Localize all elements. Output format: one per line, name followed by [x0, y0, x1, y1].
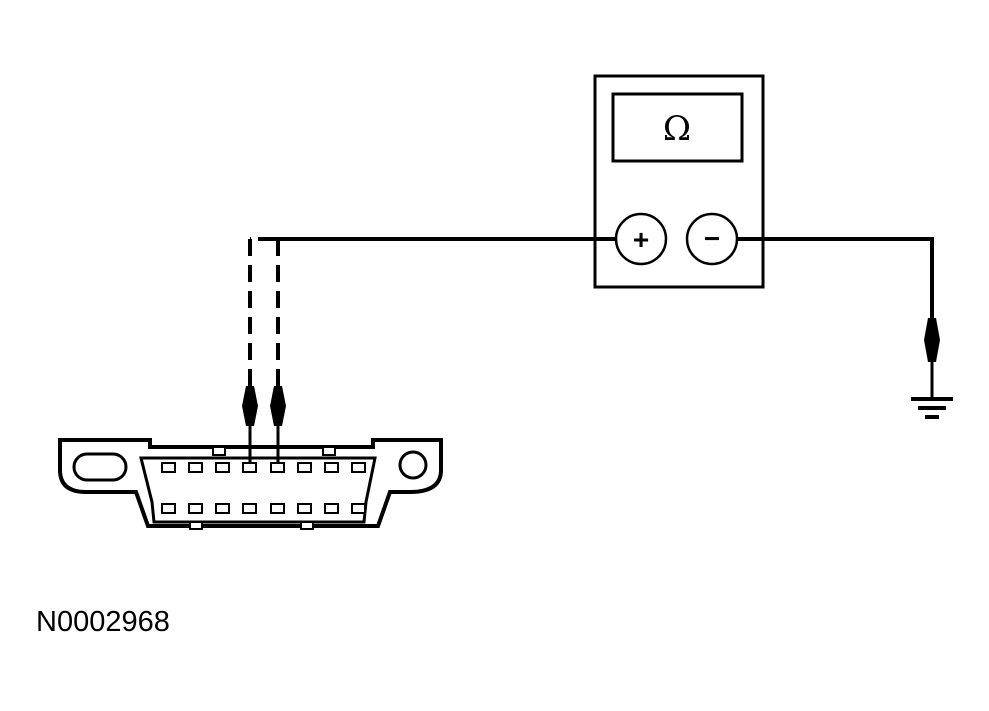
figure-id: N0002968 — [36, 606, 170, 638]
mounting-hole-right — [398, 450, 428, 480]
ohm-symbol: Ω — [663, 109, 691, 149]
mounting-slot-left — [72, 452, 128, 482]
negative-lead — [737, 237, 934, 318]
positive-terminal-label: + — [633, 224, 649, 255]
positive-lead — [248, 237, 616, 386]
meter-display — [611, 92, 744, 163]
ground-symbol-icon — [911, 397, 953, 419]
connector-inner-shell — [139, 456, 377, 524]
ohmmeter: Ω + − — [593, 74, 765, 289]
ground-probe — [924, 318, 940, 398]
negative-terminal-label: − — [704, 223, 720, 254]
obd-connector-icon — [58, 438, 443, 530]
